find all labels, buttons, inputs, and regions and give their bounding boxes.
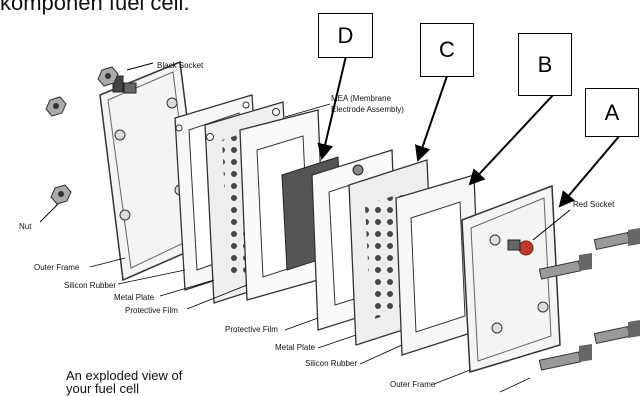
label-silicon-rubber-left: Silicon Rubber bbox=[64, 281, 116, 290]
label-box-d-text: D bbox=[319, 23, 372, 49]
caption-line-2: your fuel cell bbox=[66, 382, 182, 395]
label-box-a: A bbox=[585, 88, 639, 137]
label-mea-line2: Electrode Assembly) bbox=[331, 105, 404, 114]
label-mea-line1: MEA (Membrane bbox=[331, 94, 392, 103]
label-black-socket: Black Socket bbox=[157, 61, 204, 70]
label-metal-plate-left: Metal Plate bbox=[114, 293, 155, 302]
label-outer-frame-right: Outer Frame bbox=[390, 380, 436, 389]
label-protective-film-right: Protective Film bbox=[225, 325, 278, 334]
label-box-c-text: C bbox=[421, 37, 473, 63]
label-silicon-rubber-right: Silicon Rubber bbox=[305, 359, 357, 368]
label-red-socket: Red Socket bbox=[573, 200, 615, 209]
label-box-d: D bbox=[318, 13, 373, 58]
label-metal-plate-right: Metal Plate bbox=[275, 343, 316, 352]
label-box-b-text: B bbox=[519, 52, 571, 78]
label-box-a-text: A bbox=[586, 100, 638, 126]
label-outer-frame-left: Outer Frame bbox=[34, 263, 80, 272]
outer-frame-right bbox=[462, 186, 560, 372]
label-box-c: C bbox=[420, 23, 474, 77]
label-box-b: B bbox=[518, 33, 572, 96]
label-nut: Nut bbox=[19, 222, 32, 231]
caption: An exploded view of your fuel cell bbox=[66, 369, 182, 395]
label-protective-film-left: Protective Film bbox=[125, 306, 178, 315]
